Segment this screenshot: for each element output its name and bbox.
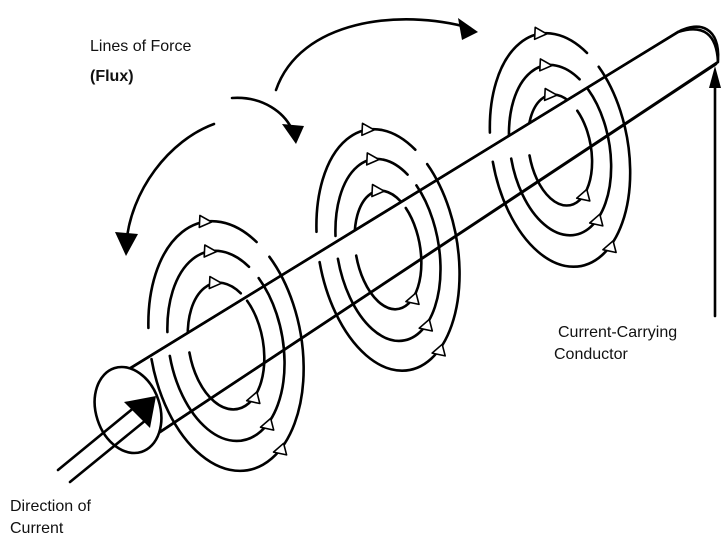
conductor-label-line1: Current-Carrying	[558, 324, 678, 341]
flux-ring-group-2-ring-1-front	[318, 162, 461, 372]
conductor-end-cap	[93, 365, 163, 455]
flux-ring-group-1-ring-2-front	[168, 276, 286, 443]
current-label-line2: Current	[10, 519, 64, 537]
flux-ring-group-1-ring-3-arrowhead-bottom	[245, 391, 261, 405]
conductor-pointer-arrow	[709, 66, 721, 318]
flux-rings-front	[150, 26, 632, 473]
flux-ring-group-1-ring-3-front	[188, 299, 266, 411]
flux-arrow-top-head	[458, 18, 478, 40]
flux-ring-group-3-ring-1-front	[491, 65, 632, 269]
flux-ring-group-2-ring-2-arrowhead-top	[365, 152, 380, 166]
flux-ring-group-1-ring-2-back	[166, 249, 251, 334]
flux-ring-group-2-ring-1-arrowhead-top	[361, 122, 376, 137]
flux-ring-group-1-ring-1-back	[147, 219, 258, 330]
flux-ring-group-1-ring-1-front	[150, 255, 305, 473]
flux-ring-group-1-ring-3-arrowhead-top	[208, 275, 223, 290]
conductor-label-line2: Conductor	[554, 345, 628, 363]
current-carrying-conductor	[93, 25, 720, 455]
flux-ring-group-2-ring-3-front	[354, 206, 423, 311]
flux-ring-group-1-ring-2-arrowhead-top	[203, 244, 218, 258]
flux-ring-group-3-ring-1-arrowhead-top	[533, 26, 548, 41]
flux-ring-group-1-ring-3-back	[186, 281, 243, 338]
flux-arrow-middle-head	[282, 124, 304, 144]
current-direction-arrow	[56, 396, 156, 484]
flux-ring-group-2-ring-2-arrowhead-bottom	[418, 318, 434, 332]
flux-ring-group-3-ring-3-arrowhead-bottom	[575, 188, 591, 202]
direction-of-current-label: Direction of Current	[10, 496, 91, 539]
flux-ring-group-2-ring-3-arrowhead-top	[371, 183, 386, 198]
flux-ring-group-2-ring-3-arrowhead-bottom	[405, 291, 420, 306]
flux-rings-back	[147, 31, 589, 338]
lines-of-force-label: Lines of Force	[90, 38, 192, 55]
flux-ring-group-1-ring-2-arrowhead-bottom	[259, 417, 275, 431]
flux-arrow-middle	[230, 96, 296, 136]
flux-ring-group-3-ring-3-front	[528, 109, 594, 207]
flux-ring-group-3-ring-1-back	[488, 31, 589, 134]
flux-ring-group-3-ring-3-arrowhead-top	[543, 87, 558, 102]
current-label-line1: Direction of	[10, 498, 91, 515]
flux-ring-group-2-ring-2-front	[336, 184, 442, 343]
flux-ring-group-1-ring-1-arrowhead-top	[198, 214, 213, 229]
flux-ring-group-3-ring-2-arrowhead-top	[538, 58, 553, 72]
flux-ring-group-1-ring-1-arrowhead-bottom	[272, 442, 288, 456]
flux-arrow-left	[124, 122, 216, 248]
flux-ring-group-2-ring-1-arrowhead-bottom	[431, 343, 447, 357]
flux-label: (Flux)	[90, 68, 134, 85]
conductor-label: Current-Carrying Conductor	[554, 322, 678, 365]
flux-ring-group-2-ring-2-back	[334, 157, 409, 238]
flux-direction-arrows	[115, 18, 478, 256]
flux-arrow-left-head	[115, 232, 138, 256]
flux-ring-group-3-ring-1-arrowhead-bottom	[602, 240, 617, 254]
flux-arrow-top	[274, 18, 472, 92]
flux-ring-group-3-ring-2-front	[509, 88, 613, 237]
flux-ring-group-3-ring-2-arrowhead-bottom	[588, 213, 604, 227]
flux-ring-group-3-ring-2-back	[507, 63, 581, 139]
flux-ring-group-2-ring-3-back	[353, 189, 402, 242]
flux-ring-group-2-ring-1-back	[315, 127, 417, 234]
